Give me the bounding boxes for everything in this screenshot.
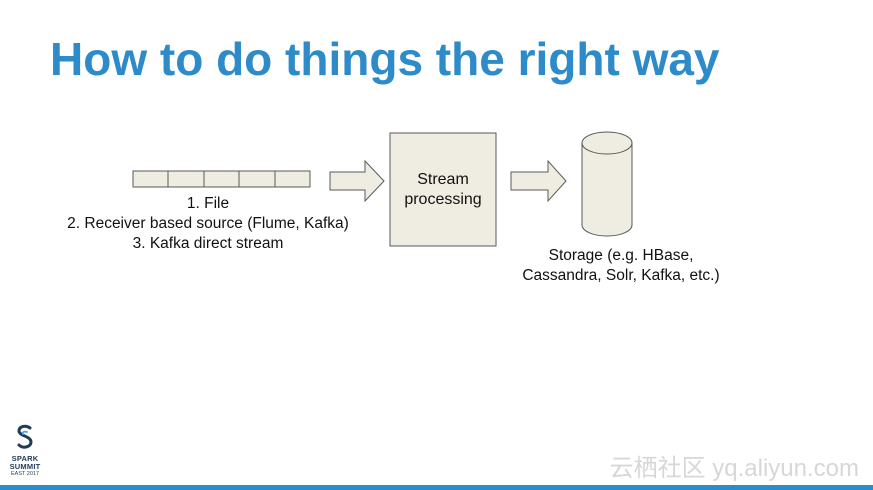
queue-segment — [203, 170, 240, 188]
storage-label: Storage (e.g. HBase, Cassandra, Solr, Ka… — [500, 246, 742, 286]
storage-cylinder-icon — [581, 131, 633, 237]
queue-segment — [132, 170, 169, 188]
queue-segment — [238, 170, 276, 188]
source-list: 1. File 2. Receiver based source (Flume,… — [40, 194, 376, 254]
source-item-receiver: 2. Receiver based source (Flume, Kafka) — [67, 215, 349, 232]
page-title: How to do things the right way — [50, 33, 720, 85]
data-queue — [132, 170, 311, 188]
source-item-kafka-direct: 3. Kafka direct stream — [132, 235, 284, 252]
logo-line1: SPARK — [11, 454, 39, 463]
source-item-file: 1. File — [186, 195, 230, 212]
bottom-accent-bar — [0, 485, 873, 490]
stream-processing-box — [389, 132, 497, 247]
logo-line2: SUMMIT — [9, 462, 41, 471]
storage-label-line2: Cassandra, Solr, Kafka, etc.) — [522, 267, 720, 284]
storage-label-line1: Storage (e.g. HBase, — [548, 247, 694, 264]
stream-processing-line1: Stream — [417, 171, 469, 188]
logo-line3: EAST 2017 — [10, 471, 40, 477]
spark-summit-logo: SPARK SUMMIT EAST 2017 — [8, 424, 42, 478]
stream-processing-label: Stream processing — [390, 170, 496, 210]
arrow-to-processing — [329, 159, 385, 203]
stream-processing-line2: processing — [404, 191, 482, 208]
arrow-to-storage — [510, 159, 567, 203]
queue-segment — [274, 170, 311, 188]
watermark: 云栖社区 yq.aliyun.com — [609, 455, 859, 482]
queue-segment — [167, 170, 205, 188]
spark-summit-logo-icon — [17, 424, 33, 449]
